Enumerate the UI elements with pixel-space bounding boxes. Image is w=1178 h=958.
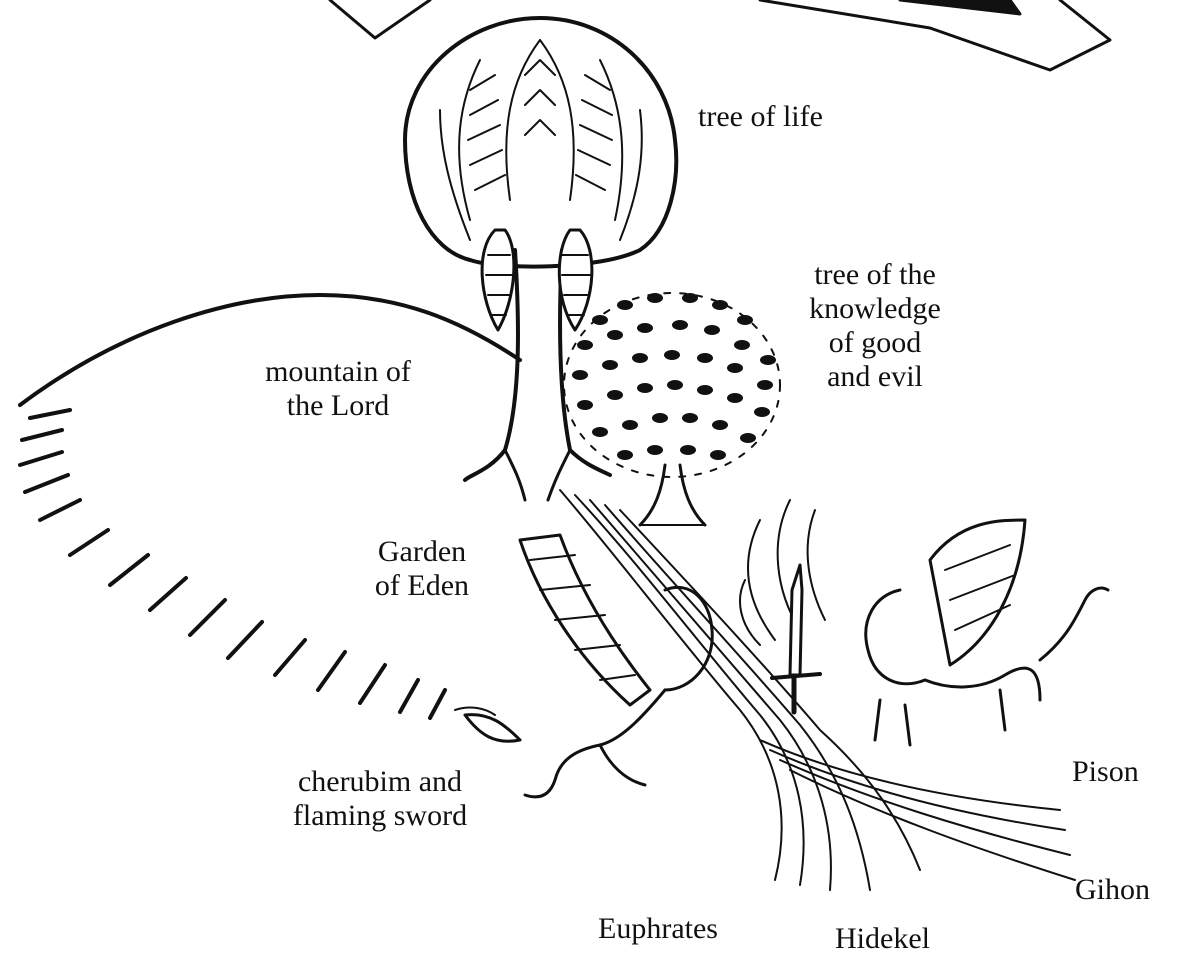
label-garden-line-2: of Eden xyxy=(352,569,492,603)
label-river-euphrates-text: Euphrates xyxy=(598,912,718,946)
label-river-pison-text: Pison xyxy=(1072,755,1139,789)
label-garden-line-1: Garden xyxy=(352,535,492,569)
label-river-pison: Pison xyxy=(1072,755,1139,789)
label-river-hidekel: Hidekel xyxy=(835,922,930,956)
label-river-gihon: Gihon xyxy=(1075,873,1150,907)
label-cherubim-line-1: cherubim and xyxy=(260,765,500,799)
label-tree-of-life: tree of life xyxy=(698,100,823,134)
label-tree-of-knowledge-line-3: of good xyxy=(785,326,965,360)
label-cherubim-line-2: flaming sword xyxy=(260,799,500,833)
tree-of-knowledge-drawing xyxy=(564,293,780,525)
left-cherub-drawing xyxy=(455,535,712,797)
label-river-euphrates: Euphrates xyxy=(598,912,718,946)
label-tree-of-knowledge: tree of the knowledge of good and evil xyxy=(785,258,965,394)
label-garden-of-eden: Garden of Eden xyxy=(352,535,492,603)
label-mountain-line-2: the Lord xyxy=(238,389,438,423)
label-tree-of-knowledge-line-1: tree of the xyxy=(785,258,965,292)
flames-drawing xyxy=(740,500,825,645)
label-tree-of-life-text: tree of life xyxy=(698,100,823,134)
label-mountain-line-1: mountain of xyxy=(238,355,438,389)
label-tree-of-knowledge-line-2: knowledge xyxy=(785,292,965,326)
label-mountain-of-the-lord: mountain of the Lord xyxy=(238,355,438,423)
right-cherub-drawing xyxy=(866,520,1108,745)
label-river-hidekel-text: Hidekel xyxy=(835,922,930,956)
label-river-gihon-text: Gihon xyxy=(1075,873,1150,907)
arrow-left-shape xyxy=(330,0,430,38)
label-tree-of-knowledge-line-4: and evil xyxy=(785,360,965,394)
arrow-right-shape xyxy=(760,0,1110,70)
label-cherubim-and-flaming-sword: cherubim and flaming sword xyxy=(260,765,500,833)
